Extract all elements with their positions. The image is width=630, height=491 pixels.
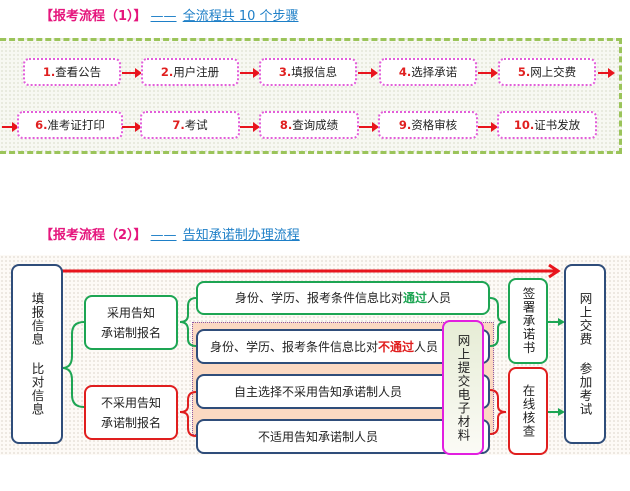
step-7: 7.考试: [140, 111, 240, 139]
adopt-line2: 承诺制报名: [100, 325, 161, 340]
step-label: 网上交费: [530, 65, 577, 79]
arrow-right-icon: [122, 68, 142, 78]
step-number: 6.: [35, 118, 48, 132]
row-compare-fail: 身份、学历、报考条件信息比对不通过人员: [196, 329, 490, 364]
fill-compare-label: 填报信息 比对信息: [29, 292, 45, 416]
step-number: 10.: [513, 118, 535, 132]
step-4: 4.选择承诺: [379, 58, 477, 86]
step-10: 10.证书发放: [497, 111, 597, 139]
row-not-applicable: 不适用告知承诺制人员: [196, 419, 490, 454]
step-9: 9.资格审核: [378, 111, 478, 139]
row-pass-prefix: 身份、学历、报考条件信息比对: [234, 291, 403, 305]
arrow-right-icon: [359, 122, 379, 132]
step-8: 8.查询成绩: [259, 111, 359, 139]
not-adopt-line2: 承诺制报名: [100, 415, 161, 430]
not-adopt-line1: 不采用告知: [100, 395, 161, 410]
adopt-line1: 采用告知: [106, 305, 155, 320]
step-number: 4.: [398, 65, 412, 79]
arrowhead-sign: [558, 318, 565, 326]
arrow-right-icon: [598, 68, 615, 78]
step-label: 准考证打印: [47, 118, 105, 132]
submit-materials-label: 网上提交电子材料: [455, 333, 471, 442]
bracket-not-adopt: [179, 391, 197, 437]
row-compare-pass: 身份、学历、报考条件信息比对通过人员: [196, 281, 490, 315]
section1-heading-tag: 【报考流程（1）】: [40, 9, 147, 24]
step-2: 2.用户注册: [141, 58, 239, 86]
arrow-right-icon: [2, 122, 19, 132]
step-label: 证书发放: [534, 118, 581, 132]
row-voluntary-label: 自主选择不采用告知承诺制人员: [234, 384, 403, 399]
section2-heading: 【报考流程（2）】—— 告知承诺制办理流程: [40, 224, 300, 243]
not-adopt-commitment-box: 不采用告知 承诺制报名: [84, 385, 178, 440]
step-1: 1.查看公告: [23, 58, 121, 86]
step-5: 5.网上交费: [498, 58, 596, 86]
arrow-right-icon: [358, 68, 378, 78]
step-number: 2.: [160, 65, 174, 79]
sign-commitment-label: 签署承诺书: [520, 287, 536, 355]
step-label: 考试: [184, 118, 208, 132]
row-pass-suffix: 人员: [427, 291, 452, 305]
step-number: 1.: [42, 65, 56, 79]
arrow-right-icon: [240, 122, 260, 132]
step-label: 查看公告: [55, 65, 102, 79]
bracket-check: [489, 389, 507, 435]
fill-compare-box: 填报信息 比对信息: [11, 264, 63, 444]
step-number: 5.: [517, 65, 531, 79]
bracket-adopt: [179, 297, 197, 347]
top-red-arrowhead: [548, 263, 561, 279]
section1-heading-link[interactable]: 全流程共 10 个步骤: [182, 9, 299, 24]
arrow-right-icon: [478, 68, 498, 78]
pay-exam-box: 网上交费 参加考试: [564, 264, 606, 444]
online-check-label: 在线核查: [520, 384, 536, 438]
section1-heading-dash[interactable]: ——: [150, 9, 177, 24]
step-label: 用户注册: [173, 65, 220, 79]
arrow-right-icon: [122, 122, 142, 132]
section2-heading-dash[interactable]: ——: [150, 228, 177, 243]
step-number: 8.: [279, 118, 293, 132]
row-fail-prefix: 身份、学历、报考条件信息比对: [210, 339, 379, 354]
submit-materials-box: 网上提交电子材料: [442, 320, 484, 455]
row-voluntary-opt-out: 自主选择不采用告知承诺制人员: [196, 374, 490, 409]
step-6: 6.准考证打印: [17, 111, 123, 139]
bracket-sign: [489, 297, 507, 347]
pay-exam-label: 网上交费 参加考试: [577, 292, 593, 416]
arrow-right-icon: [240, 68, 260, 78]
step-label: 填报信息: [291, 65, 338, 79]
row-fail-highlight: 不通过: [378, 339, 415, 354]
row-pass-highlight: 通过: [402, 291, 427, 305]
step-label: 资格审核: [411, 118, 458, 132]
step-label: 查询成绩: [292, 118, 339, 132]
section1-heading: 【报考流程（1）】—— 全流程共 10 个步骤: [40, 5, 299, 24]
step-3: 3.填报信息: [259, 58, 357, 86]
step-number: 3.: [278, 65, 292, 79]
step-number: 7.: [172, 118, 185, 132]
sign-commitment-box: 签署承诺书: [508, 278, 548, 364]
online-check-box: 在线核查: [508, 367, 548, 455]
bracket-left-main: [61, 321, 85, 408]
arrowhead-check: [558, 408, 565, 416]
section2-heading-tag: 【报考流程（2）】: [40, 228, 147, 243]
arrow-right-icon: [478, 122, 498, 132]
row-not-applicable-label: 不适用告知承诺制人员: [258, 429, 379, 444]
row-fail-suffix: 人员: [414, 339, 439, 354]
adopt-commitment-box: 采用告知 承诺制报名: [84, 295, 178, 350]
step-label: 选择承诺: [411, 65, 458, 79]
step-number: 9.: [398, 118, 412, 132]
section2-heading-link[interactable]: 告知承诺制办理流程: [182, 228, 300, 243]
